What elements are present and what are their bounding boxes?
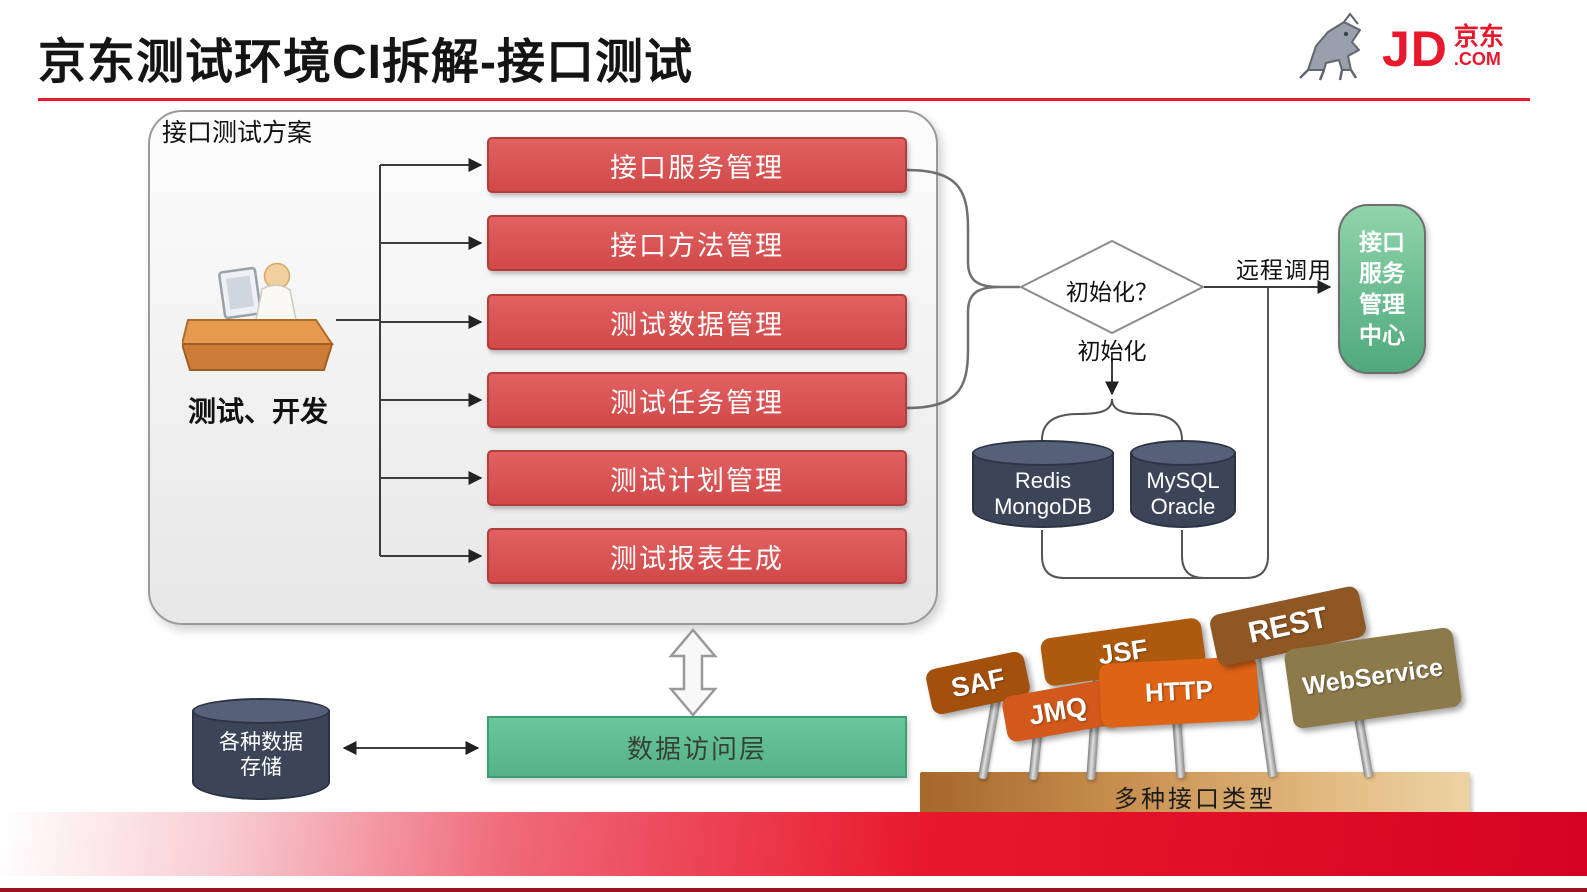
module-box-testdata-mgmt: 测试数据管理 [487,294,907,350]
tag-label: HTTP [1144,674,1214,709]
interface-types-label: 多种接口类型 [1114,785,1276,813]
db-line: MongoDB [994,494,1092,520]
module-box-plan-mgmt: 测试计划管理 [487,450,907,506]
storage-line: 各种数据 [219,731,303,754]
tag-label: SAF [948,662,1008,703]
tag-label: REST [1245,601,1331,650]
bottom-red-band [0,812,1587,876]
service-center-line: 管理 [1359,291,1405,317]
module-box-method-mgmt: 接口方法管理 [487,215,907,271]
jd-logo-text-stack: 京东 .COM [1454,24,1504,69]
service-center-line: 接口 [1359,228,1405,255]
module-box-task-mgmt: 测试任务管理 [487,372,907,428]
db-cylinder-mysql-oracle: MySQL Oracle [1130,440,1236,528]
signpost-pole [977,697,1001,780]
signpost-pole [1172,715,1186,779]
db-line: Redis [1014,468,1072,493]
cylinder-top [972,440,1114,466]
db-label: Redis MongoDB [972,468,1114,521]
db-line: Oracle [1150,494,1216,520]
decision-diamond-label: 初始化？ [1066,279,1158,305]
service-center-line: 服务 [1359,259,1405,286]
tag-label: JMQ [1026,690,1090,731]
service-center-line: 中心 [1359,322,1405,349]
storage-label: 各种数据 存储 [192,730,330,780]
bottom-edge-line [0,888,1587,892]
interface-tag-http: HTTP [1098,655,1260,729]
module-box-report-gen: 测试报表生成 [487,528,907,584]
init-label: 初始化 [1077,338,1147,364]
jd-logo-text: JD [1382,21,1448,77]
db-cylinder-redis-mongodb: Redis MongoDB [972,440,1114,528]
db-label: MySQL Oracle [1130,468,1236,521]
storage-line: 存储 [240,756,282,780]
interface-service-center-box: 接口 服务 管理 中心 [1338,204,1426,374]
tag-label: WebService [1300,653,1445,701]
joy-dog-icon [1299,12,1361,81]
db-line: MySQL [1146,468,1220,493]
test-plan-label: 接口测试方案 [162,119,313,147]
remote-call-label: 远程调用 [1236,257,1332,283]
data-access-layer-box: 数据访问层 [487,716,907,778]
tester-illustration [182,262,334,371]
page-title: 京东测试环境CI拆解-接口测试 [38,36,693,89]
jd-logo: JD 京东 .COM [1296,12,1504,86]
cylinder-body [192,711,330,800]
jd-logo-jingdong: 京东 [1453,23,1504,51]
cylinder-top [1130,440,1236,466]
title-divider [38,98,1530,101]
module-box-service-mgmt: 接口服务管理 [487,137,907,193]
jd-logo-com: .COM [1453,49,1501,70]
cylinder-top [192,698,330,724]
actor-label: 测试、开发 [187,396,328,427]
storage-cylinder: 各种数据 存储 [192,698,330,800]
